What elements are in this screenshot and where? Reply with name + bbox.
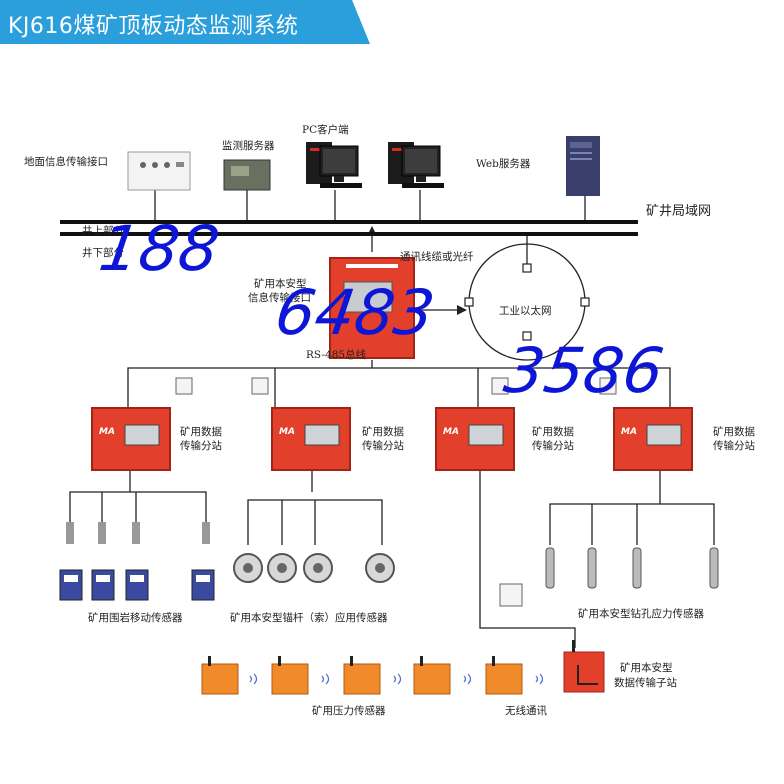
rs485-bus-right: [372, 367, 671, 408]
substation-1-label-1: 矿用数据: [180, 426, 222, 438]
pc-client-2: [388, 142, 444, 188]
comm-cable-label: 通讯线缆或光纤: [400, 251, 474, 263]
underground-label: 井下部分: [82, 247, 124, 259]
watermark-line-2: 6483: [270, 276, 439, 349]
arrow-to-ethernet: [457, 305, 467, 315]
ma-badge-4: MA: [621, 427, 637, 437]
lan-bus-upper: [60, 220, 638, 224]
junction-box: [499, 583, 523, 607]
rock-movement-sensors: [59, 522, 215, 601]
web-server-label: Web服务器: [476, 158, 531, 170]
sub-station-label-1: 矿用本安型: [620, 662, 673, 674]
watermark-line-1: 188: [94, 212, 224, 285]
junction-box: [491, 377, 509, 395]
pc-client-1: [306, 142, 362, 188]
monitor-server-label: 监测服务器: [222, 140, 275, 152]
monitor-server-device: [223, 159, 271, 191]
data-sub-station: [563, 640, 605, 693]
substation-4-label-1: 矿用数据: [713, 426, 755, 438]
bolt-sensor-label: 矿用本安型锚杆（索）应用传感器: [230, 612, 388, 624]
ma-badge-2: MA: [279, 427, 295, 437]
web-server-device: [566, 136, 600, 196]
ground-interface-device: [127, 151, 191, 191]
substation-2-label-1: 矿用数据: [362, 426, 404, 438]
wireless-label: 无线通讯: [505, 705, 547, 717]
substation-3-label-1: 矿用数据: [532, 426, 574, 438]
rock-sensor-label: 矿用围岩移动传感器: [88, 612, 183, 624]
substation-1-label-2: 传输分站: [180, 440, 222, 452]
rs485-bus-left: [127, 360, 373, 408]
substation-3-label-2: 传输分站: [532, 440, 574, 452]
lan-bus-lower: [60, 232, 638, 236]
substations: [91, 407, 693, 471]
substation-4-label-2: 传输分站: [713, 440, 755, 452]
watermark-line-3: 3586: [499, 334, 668, 407]
junction-box: [175, 377, 193, 395]
page-title: KJ616煤矿顶板动态监测系统: [8, 14, 299, 39]
junction-box: [599, 377, 617, 395]
substation-2-label-2: 传输分站: [362, 440, 404, 452]
ethernet-label: 工业以太网: [499, 305, 552, 317]
pressure-sensor-label: 矿用压力传感器: [312, 705, 386, 717]
drill-stress-sensors: [545, 547, 719, 589]
info-station-label-2: 信息传输接口: [248, 292, 311, 304]
info-transmission-station: [329, 257, 415, 359]
rs485-label: RS-485总线: [306, 349, 367, 361]
pc-client-label: PC客户端: [302, 124, 349, 136]
above-ground-label: 井上部分: [82, 225, 124, 237]
sub-station-label-2: 数据传输子站: [614, 677, 677, 689]
pressure-sensors: [201, 663, 523, 695]
link-to-sub-station: [479, 470, 576, 648]
junction-box: [251, 377, 269, 395]
ma-badge-3: MA: [443, 427, 459, 437]
wireless-signal-icons: [249, 673, 544, 685]
ground-interface-label: 地面信息传输接口: [24, 156, 108, 168]
mine-lan-label: 矿井局域网: [646, 204, 712, 219]
title-banner: [0, 0, 370, 44]
info-station-label-1: 矿用本安型: [254, 278, 307, 290]
drill-sensor-label: 矿用本安型钻孔应力传感器: [578, 608, 704, 620]
ma-badge-1: MA: [99, 427, 115, 437]
